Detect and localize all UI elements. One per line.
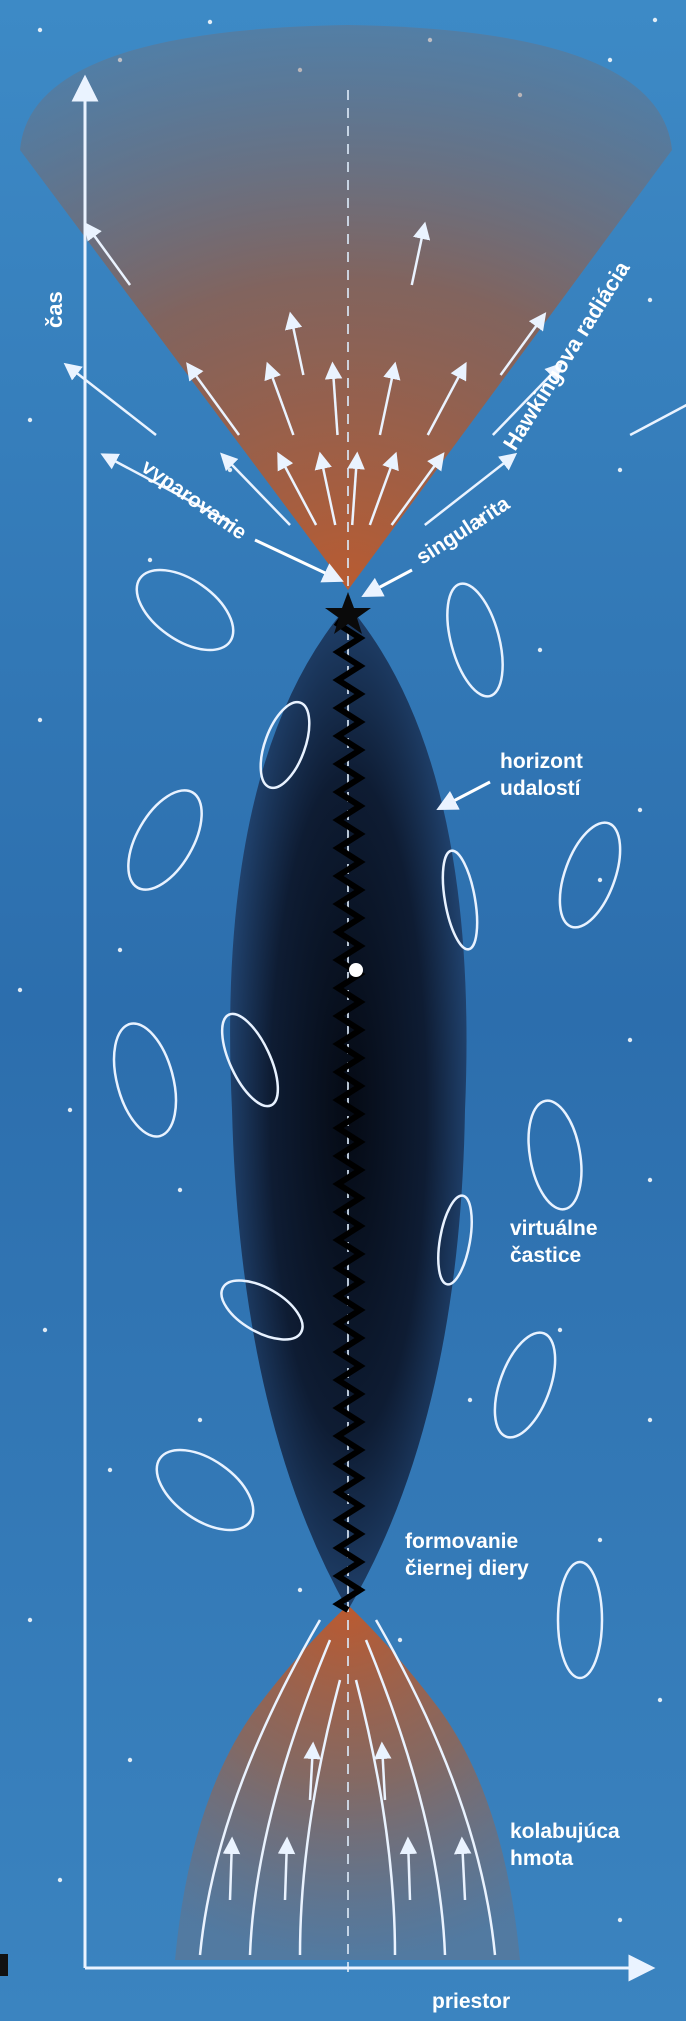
star-dot <box>28 1618 32 1622</box>
star-dot <box>648 1178 652 1182</box>
star-dot <box>108 1468 112 1472</box>
star-dot <box>398 1638 402 1642</box>
star-dot <box>618 1918 622 1922</box>
collapsing-matter-label-line1: kolabujúca <box>510 1820 620 1843</box>
star-dot <box>653 18 657 22</box>
star-dot <box>208 20 212 24</box>
star-dot <box>658 1698 662 1702</box>
star-dot <box>628 1038 632 1042</box>
star-dot <box>58 1878 62 1882</box>
star-dot <box>198 1418 202 1422</box>
space-axis-label: priestor <box>432 1990 510 2013</box>
formation-label-line2: čiernej diery <box>405 1557 529 1580</box>
star-dot <box>68 1108 72 1112</box>
corner-mark <box>0 1954 8 1976</box>
star-dot <box>538 648 542 652</box>
star-dot <box>178 1188 182 1192</box>
time-axis-label: čas <box>42 291 67 328</box>
star-dot <box>598 1538 602 1542</box>
horizon-label-line1: horizont <box>500 750 583 773</box>
virtual-particles-label-line2: častice <box>510 1244 581 1267</box>
star-dot <box>608 58 612 62</box>
star-dot <box>128 1758 132 1762</box>
star-dot <box>558 1328 562 1332</box>
collapsing-matter-label-line2: hmota <box>510 1847 573 1870</box>
star-dot <box>38 28 42 32</box>
star-dot <box>28 418 32 422</box>
star-dot <box>148 558 152 562</box>
star-dot <box>618 468 622 472</box>
star-dot <box>298 1588 302 1592</box>
star-dot <box>648 1418 652 1422</box>
star-dot <box>598 878 602 882</box>
star-dot <box>638 808 642 812</box>
star-dot <box>468 1398 472 1402</box>
formation-label-line1: formovanie <box>405 1530 518 1553</box>
virtual-particles-label-line1: virtuálne <box>510 1217 598 1240</box>
particle-dot <box>349 963 363 977</box>
star-dot <box>18 988 22 992</box>
star-dot <box>648 298 652 302</box>
horizon-label-line2: udalostí <box>500 777 582 800</box>
star-dot <box>228 468 232 472</box>
star-dot <box>43 1328 47 1332</box>
star-dot <box>118 948 122 952</box>
star-dot <box>38 718 42 722</box>
